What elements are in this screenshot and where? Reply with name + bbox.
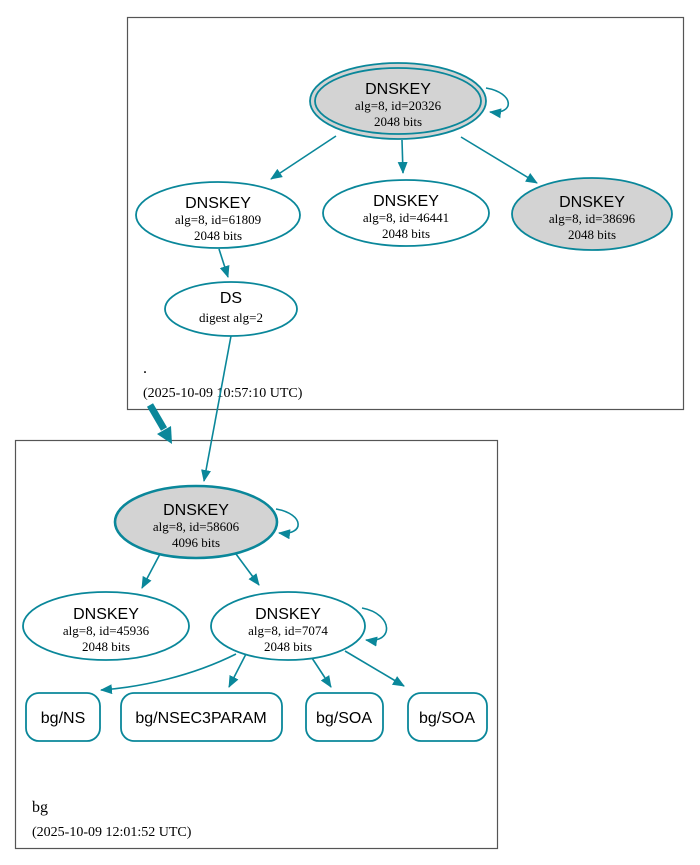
node-detail: alg=8, id=45936 bbox=[63, 623, 150, 638]
node-detail: 4096 bits bbox=[172, 535, 220, 550]
edge-bg-ksk-to-zsk45936 bbox=[141, 553, 161, 589]
node-ds[interactable]: DS digest alg=2 bbox=[164, 281, 298, 337]
node-detail: 2048 bits bbox=[264, 639, 312, 654]
rrset-label: bg/NS bbox=[41, 710, 85, 727]
node-detail: alg=8, id=58606 bbox=[153, 519, 240, 534]
edge-zsk7074-to-soa1 bbox=[311, 657, 332, 688]
node-title: DNSKEY bbox=[163, 502, 229, 519]
node-detail: digest alg=2 bbox=[199, 310, 263, 325]
node-dnskey-45936[interactable]: DNSKEY alg=8, id=45936 2048 bits bbox=[22, 591, 190, 661]
rrset-bg-soa-1[interactable]: bg/SOA bbox=[305, 692, 384, 742]
node-title: DNSKEY bbox=[255, 606, 321, 623]
zone-box-bg bbox=[14, 439, 499, 850]
node-title: DNSKEY bbox=[559, 194, 625, 211]
edge-zsk7074-to-ns bbox=[100, 653, 237, 695]
node-detail: 2048 bits bbox=[374, 114, 422, 129]
node-detail: 2048 bits bbox=[82, 639, 130, 654]
rrset-bg-soa-2[interactable]: bg/SOA bbox=[407, 692, 488, 742]
edge-root-ksk-to-zsk46441 bbox=[397, 139, 408, 174]
node-title: DS bbox=[220, 290, 242, 307]
rrset-bg-ns[interactable]: bg/NS bbox=[25, 692, 101, 742]
node-detail: alg=8, id=61809 bbox=[175, 212, 261, 227]
node-detail: 2048 bits bbox=[194, 228, 242, 243]
zone-label-root: . bbox=[143, 360, 147, 377]
node-detail: alg=8, id=38696 bbox=[549, 211, 636, 226]
edge-zsk7074-to-nsec3param bbox=[228, 653, 247, 688]
node-dnskey-58606[interactable]: DNSKEY alg=8, id=58606 4096 bits bbox=[113, 484, 279, 560]
edge-bg-zsk7074-selfsign bbox=[361, 607, 388, 647]
edge-ds-to-bg-ksk bbox=[201, 335, 232, 482]
edge-root-ksk-to-zsk61809 bbox=[270, 135, 337, 180]
rrset-label: bg/NSEC3PARAM bbox=[135, 710, 266, 727]
edge-zsk7074-to-soa2 bbox=[344, 650, 405, 687]
rrset-bg-nsec3param[interactable]: bg/NSEC3PARAM bbox=[120, 692, 283, 742]
node-dnskey-46441[interactable]: DNSKEY alg=8, id=46441 2048 bits bbox=[322, 179, 490, 247]
rrset-label: bg/SOA bbox=[419, 710, 475, 727]
edge-root-ksk-selfsign bbox=[485, 87, 509, 119]
node-detail: alg=8, id=7074 bbox=[248, 623, 328, 638]
node-detail: alg=8, id=20326 bbox=[355, 98, 442, 113]
node-detail: alg=8, id=46441 bbox=[363, 210, 449, 225]
node-title: DNSKEY bbox=[73, 606, 139, 623]
node-title: DNSKEY bbox=[373, 193, 439, 210]
edge-bg-ksk-selfsign bbox=[275, 508, 299, 540]
rrset-label: bg/SOA bbox=[316, 710, 372, 727]
delegation-arrow bbox=[146, 403, 172, 444]
node-dnskey-20326[interactable]: DNSKEY alg=8, id=20326 2048 bits bbox=[309, 62, 487, 140]
node-dnskey-38696[interactable]: DNSKEY alg=8, id=38696 2048 bits bbox=[511, 177, 673, 251]
edge-bg-ksk-to-zsk7074 bbox=[235, 553, 260, 586]
node-title: DNSKEY bbox=[185, 195, 251, 212]
node-detail: 2048 bits bbox=[382, 226, 430, 241]
node-title: DNSKEY bbox=[365, 81, 431, 98]
edge-root-ksk-to-zsk38696 bbox=[460, 136, 538, 184]
node-dnskey-61809[interactable]: DNSKEY alg=8, id=61809 2048 bits bbox=[135, 181, 301, 249]
zone-timestamp-bg: (2025-10-09 12:01:52 UTC) bbox=[32, 825, 192, 840]
node-detail: 2048 bits bbox=[568, 227, 616, 242]
edge-zsk61809-to-ds bbox=[218, 248, 230, 278]
node-dnskey-7074[interactable]: DNSKEY alg=8, id=7074 2048 bits bbox=[210, 591, 366, 661]
zone-box-root bbox=[126, 16, 685, 411]
zone-label-bg: bg bbox=[32, 799, 48, 816]
zone-timestamp-root: (2025-10-09 10:57:10 UTC) bbox=[143, 386, 303, 401]
